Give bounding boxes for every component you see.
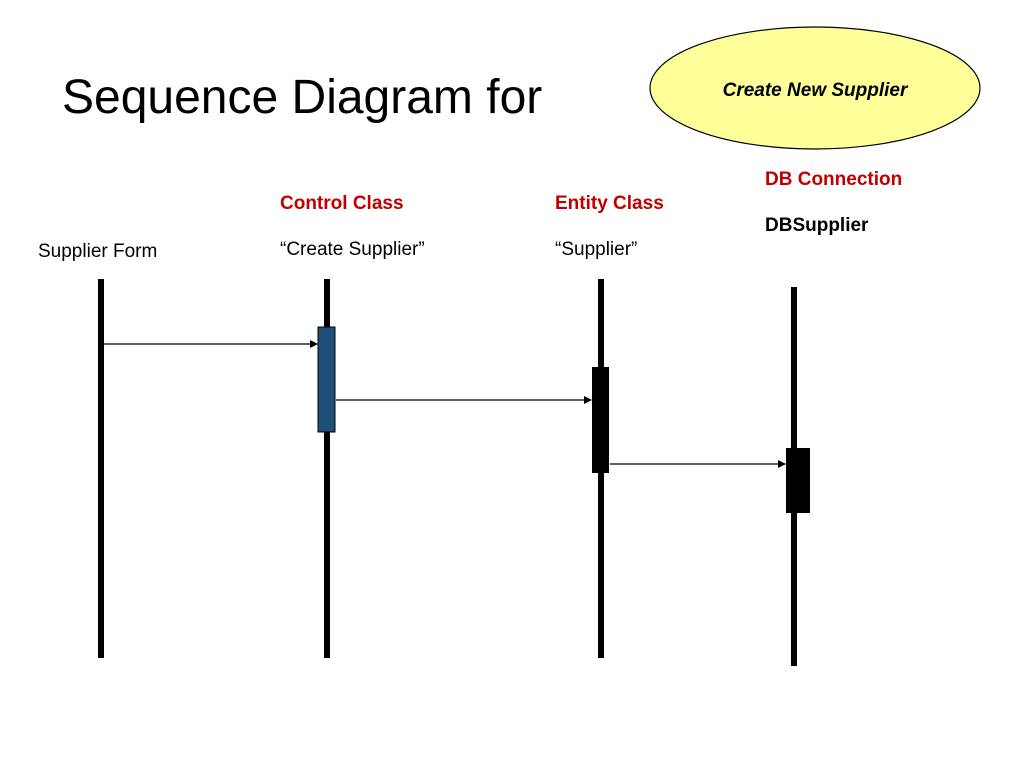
supplier-lifeline-name: “Supplier” (555, 239, 638, 260)
page-title: Sequence Diagram for (62, 71, 543, 124)
supplier-activation (592, 367, 609, 473)
dbsupplier-lifeline-name: DBSupplier (765, 215, 869, 236)
supplier-form-lifeline-name: Supplier Form (38, 241, 158, 262)
create-supplier-lifeline-name: “Create Supplier” (280, 239, 425, 260)
use-case-oval: Create New Supplier (649, 26, 981, 150)
use-case-ellipse (649, 26, 981, 150)
dbsupplier-activation (786, 448, 810, 513)
use-case-label: Create New Supplier (723, 80, 909, 101)
create-supplier-activation (317, 326, 336, 433)
db-connection-stereotype: DB Connection (765, 169, 903, 190)
control-class-stereotype: Control Class (280, 193, 404, 214)
entity-class-stereotype: Entity Class (555, 193, 664, 214)
